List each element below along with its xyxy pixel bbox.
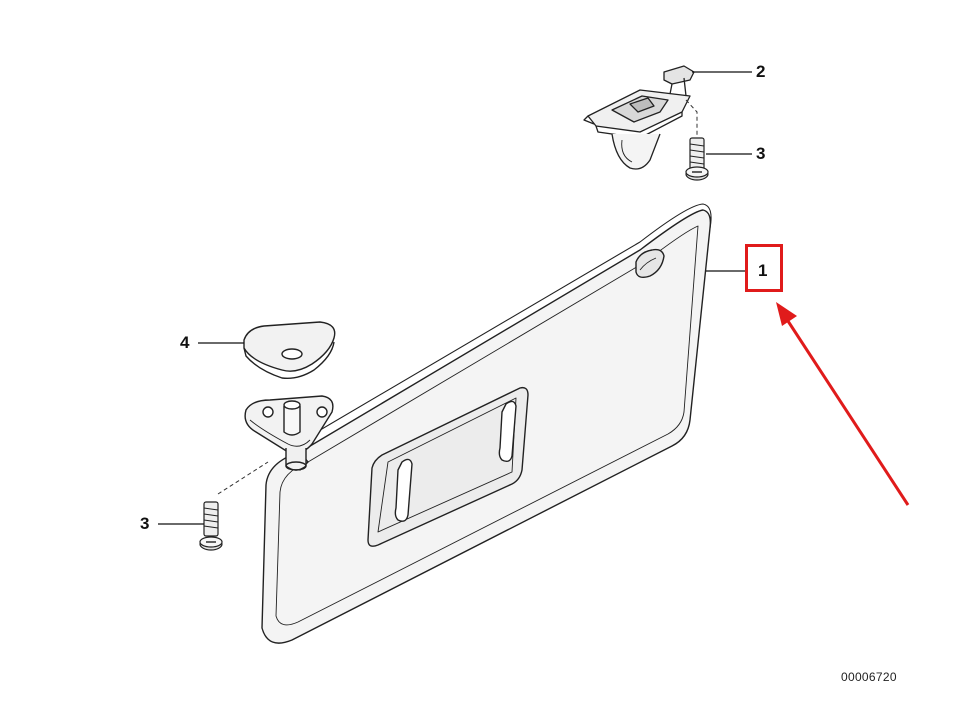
annotation-arrow [776, 302, 910, 506]
drawing-number: 00006720 [841, 670, 897, 684]
assembly-guide-lines [217, 99, 698, 495]
callout-part-4: 4 [180, 333, 190, 352]
sun-visor-part [261, 203, 712, 644]
highlight-box-part-1 [745, 244, 783, 292]
leader-lines [158, 71, 752, 525]
callout-part-3-upper: 3 [756, 144, 766, 163]
callout-part-3-lower: 3 [140, 514, 150, 533]
screw-lower-part [199, 501, 223, 551]
callout-part-2: 2 [756, 62, 766, 81]
callout-part-1: 1 [758, 261, 768, 280]
retaining-clip-part [583, 65, 695, 170]
screw-upper-part [685, 137, 709, 181]
visor-mount-base [244, 395, 334, 471]
cover-cap-part [243, 321, 336, 380]
